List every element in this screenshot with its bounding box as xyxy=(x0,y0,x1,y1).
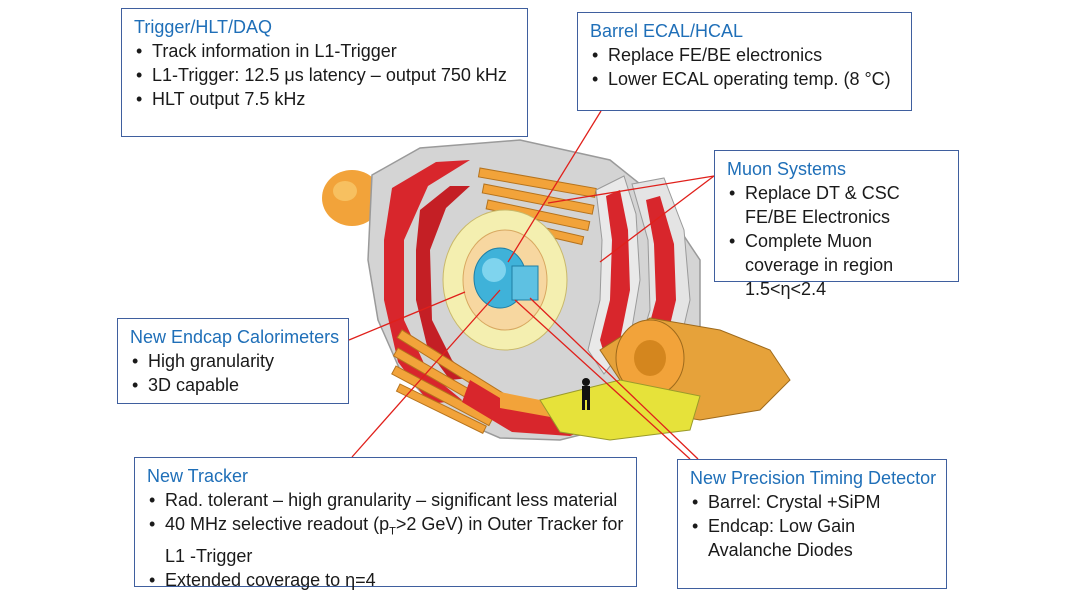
readout-text-suffix: >2 GeV) in Outer Tracker for L1 -Trigger xyxy=(165,514,624,566)
callout-line-tracker xyxy=(351,289,501,458)
tracker-core-highlight xyxy=(482,258,506,282)
callout-title: New Precision Timing Detector xyxy=(690,468,937,488)
cms-detector-illustration xyxy=(322,110,791,460)
bullet-list: Barrel: Crystal +SiPM Endcap: Low Gain A… xyxy=(690,490,936,562)
readout-subscript: T xyxy=(389,525,396,538)
forward-disk-inner xyxy=(634,340,666,376)
bullet-list: Replace FE/BE electronics Lower ECAL ope… xyxy=(590,43,901,91)
callout-line-ecal xyxy=(507,110,602,263)
callout-title: New Tracker xyxy=(147,466,249,486)
callout-line-timing-2 xyxy=(514,299,691,460)
bullet-item: Endcap: Low Gain Avalanche Diodes xyxy=(690,514,936,562)
callout-title: Trigger/HLT/DAQ xyxy=(134,17,273,37)
callout-line-muon-2 xyxy=(599,175,715,263)
callout-lines xyxy=(348,110,715,460)
bullet-list: Rad. tolerant – high granularity – signi… xyxy=(147,488,626,592)
magnet-ring-left-inner xyxy=(416,186,470,380)
bullet-list: High granularity 3D capable xyxy=(130,349,338,397)
callout-title: New Endcap Calorimeters xyxy=(130,327,340,347)
bullet-item: Replace FE/BE electronics xyxy=(590,43,901,67)
bullet-item: 3D capable xyxy=(130,373,338,397)
callout-line-endcap xyxy=(348,291,466,341)
callout-title: Muon Systems xyxy=(727,159,847,179)
bullet-list: Track information in L1-Trigger L1-Trigg… xyxy=(134,39,517,111)
support-platform xyxy=(539,379,701,441)
left-beam-cap-highlight xyxy=(333,181,357,201)
bullet-item: Rad. tolerant – high granularity – signi… xyxy=(147,488,626,512)
bullet-item: HLT output 7.5 kHz xyxy=(134,87,517,111)
bullet-item: Track information in L1-Trigger xyxy=(134,39,517,63)
bullet-item: L1-Trigger: 12.5 μs latency – output 750… xyxy=(134,63,517,87)
endcap-disk-red-1 xyxy=(600,190,630,360)
callout-line-muon-1 xyxy=(547,175,715,204)
bullet-list: Replace DT & CSC FE/BE Electronics Compl… xyxy=(727,181,948,301)
callout-new-endcap-calorimeters: New Endcap Calorimeters High granularity… xyxy=(117,318,349,404)
bullet-item: Barrel: Crystal +SiPM xyxy=(690,490,936,514)
callout-new-tracker: New Tracker Rad. tolerant – high granula… xyxy=(134,457,637,592)
callout-title: Barrel ECAL/HCAL xyxy=(590,21,744,41)
tracker-barrel xyxy=(511,265,539,301)
return-yoke-plates-bottom xyxy=(391,329,505,434)
callout-muon-systems: Muon Systems Replace DT & CSC FE/BE Elec… xyxy=(714,150,959,299)
callout-trigger-hlt-daq: Trigger/HLT/DAQ Track information in L1-… xyxy=(121,8,528,137)
bullet-item-readout: 40 MHz selective readout (pT>2 GeV) in O… xyxy=(147,512,626,568)
callout-new-precision-timing-detector: New Precision Timing Detector Barrel: Cr… xyxy=(677,459,947,589)
person-silhouette xyxy=(582,378,590,410)
readout-text-prefix: 40 MHz selective readout (p xyxy=(165,514,390,534)
diagram-stage: Trigger/HLT/DAQ Track information in L1-… xyxy=(0,0,1068,580)
bullet-item: Lower ECAL operating temp. (8 °C) xyxy=(590,67,901,91)
bullet-item: Complete Muon coverage in region 1.5<η<2… xyxy=(727,229,948,301)
bullet-item: Replace DT & CSC FE/BE Electronics xyxy=(727,181,948,229)
bullet-item: High granularity xyxy=(130,349,338,373)
callout-barrel-ecal-hcal: Barrel ECAL/HCAL Replace FE/BE electroni… xyxy=(577,12,912,111)
callout-line-timing-1 xyxy=(529,297,699,460)
